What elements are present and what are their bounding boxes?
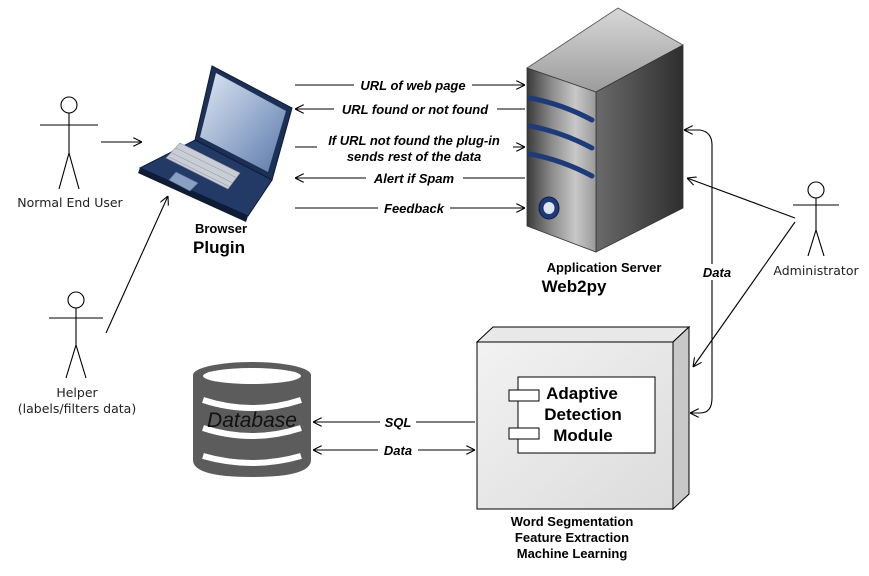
browser-label: Browser <box>195 221 247 236</box>
processing-line1: Word Segmentation <box>511 514 634 529</box>
label-plugin-line2: sends rest of the data <box>347 149 481 164</box>
server-icon <box>526 7 684 253</box>
helper-label: Helper <box>56 385 98 400</box>
label-url-found: URL found or not found <box>342 102 489 117</box>
module-line2: Detection <box>544 405 621 424</box>
label-url-of-web-page: URL of web page <box>360 78 465 93</box>
web2py-label: Web2py <box>542 277 607 296</box>
database-icon <box>193 362 311 477</box>
module-line3: Module <box>553 426 613 445</box>
processing-line2: Feature Extraction <box>515 530 629 545</box>
arrow-admin-to-module <box>693 221 796 367</box>
label-feedback: Feedback <box>384 201 445 216</box>
normal-user-actor <box>40 96 98 190</box>
module-line1: Adaptive <box>546 384 618 403</box>
server-label: Application Server <box>547 260 662 275</box>
label-data-db: Data <box>384 443 412 458</box>
laptop-icon <box>138 65 293 222</box>
plugin-label: Plugin <box>193 238 245 257</box>
arrow-admin-to-server <box>687 178 796 219</box>
component-port-bottom <box>508 427 540 440</box>
processing-line3: Machine Learning <box>517 546 628 561</box>
component-port-top <box>508 389 540 402</box>
label-alert-spam: Alert if Spam <box>373 171 455 186</box>
detection-module-component <box>508 376 656 454</box>
administrator-label: Administrator <box>773 263 859 278</box>
helper-sublabel: (labels/filters data) <box>18 401 136 416</box>
normal-user-label: Normal End User <box>17 195 123 210</box>
label-data-server: Data <box>703 265 731 280</box>
label-sql: SQL <box>385 415 412 430</box>
administrator-actor <box>793 181 839 257</box>
arrow-helper-to-browser <box>105 196 168 334</box>
helper-actor <box>49 291 103 379</box>
label-plugin-line1: If URL not found the plug-in <box>328 133 500 148</box>
database-label: Database <box>207 409 297 432</box>
